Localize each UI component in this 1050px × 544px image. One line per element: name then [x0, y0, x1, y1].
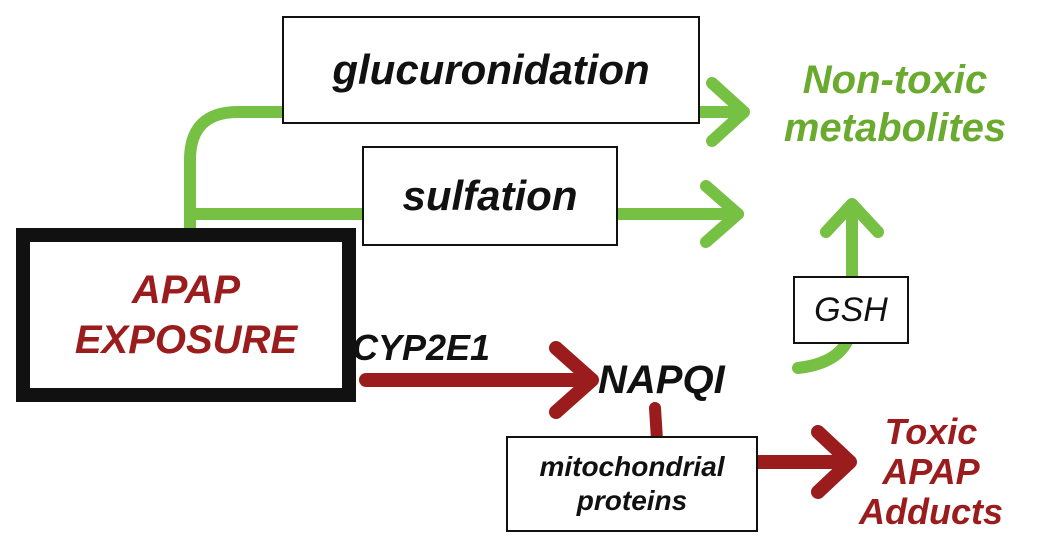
cyp2e1-label: CYP2E1 [352, 327, 491, 368]
sulfation-box: sulfation [362, 146, 618, 246]
napqi-label: NAPQI [598, 358, 725, 402]
gsh-arrowhead [820, 198, 884, 238]
adducts-arrowhead [811, 425, 857, 499]
gsh-box: GSH [793, 276, 909, 344]
cyp2e1-arrowhead [549, 341, 599, 419]
glucuronidation-path [184, 106, 741, 234]
non-toxic-metabolites-label: Non-toxic metabolites [783, 58, 1007, 150]
apap-exposure-label: APAP EXPOSURE [74, 268, 298, 362]
glucuronidation-label: glucuronidation [332, 46, 650, 93]
glucuronidation-arrowhead [706, 77, 750, 147]
toxic-apap-adducts-label: Toxic APAP Adducts [859, 411, 1003, 532]
mitochondrial-proteins-label: mitochondrial proteins [539, 451, 725, 516]
sulfation-arrowhead [700, 180, 744, 248]
napqi-to-proteins-path [649, 402, 663, 446]
apap-exposure-box: APAP EXPOSURE [16, 228, 356, 402]
mitochondrial-proteins-box: mitochondrial proteins [506, 436, 758, 532]
sulfation-label: sulfation [402, 172, 578, 219]
glucuronidation-box: glucuronidation [282, 16, 700, 124]
gsh-label: GSH [814, 291, 888, 329]
